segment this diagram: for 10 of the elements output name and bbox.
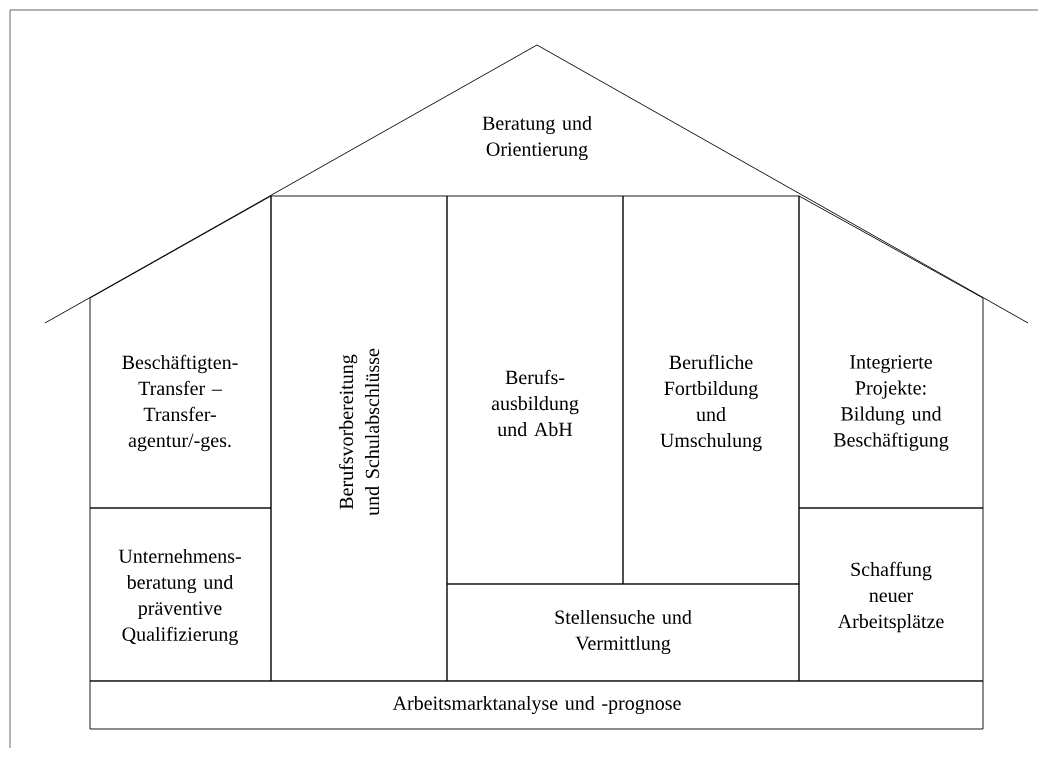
roof: Beratung und Orientierung [44,44,1029,324]
wall-section: Integrierte Projekte: Bildung und Beschäftigung [798,195,984,509]
column-box: Berufliche Fortbildung und Umschulung [622,195,800,585]
wall-section: Beschäftigten- Transfer – Transfer- agentur/-ges. [89,195,272,509]
foundation-bar: Arbeitsmarktanalyse und -prognose [89,680,984,730]
column-box: Berufs- ausbildung und AbH [446,195,624,585]
wall-section: Unternehmens- beratung und präventive Qualifizierung [89,507,272,682]
column-box: Berufsvorbereitung und Schulabschlüsse [270,195,448,682]
floor-box: Stellensuche und Vermittlung [446,583,800,682]
wall-section: Schaffung neuer Arbeitsplätze [798,507,984,682]
